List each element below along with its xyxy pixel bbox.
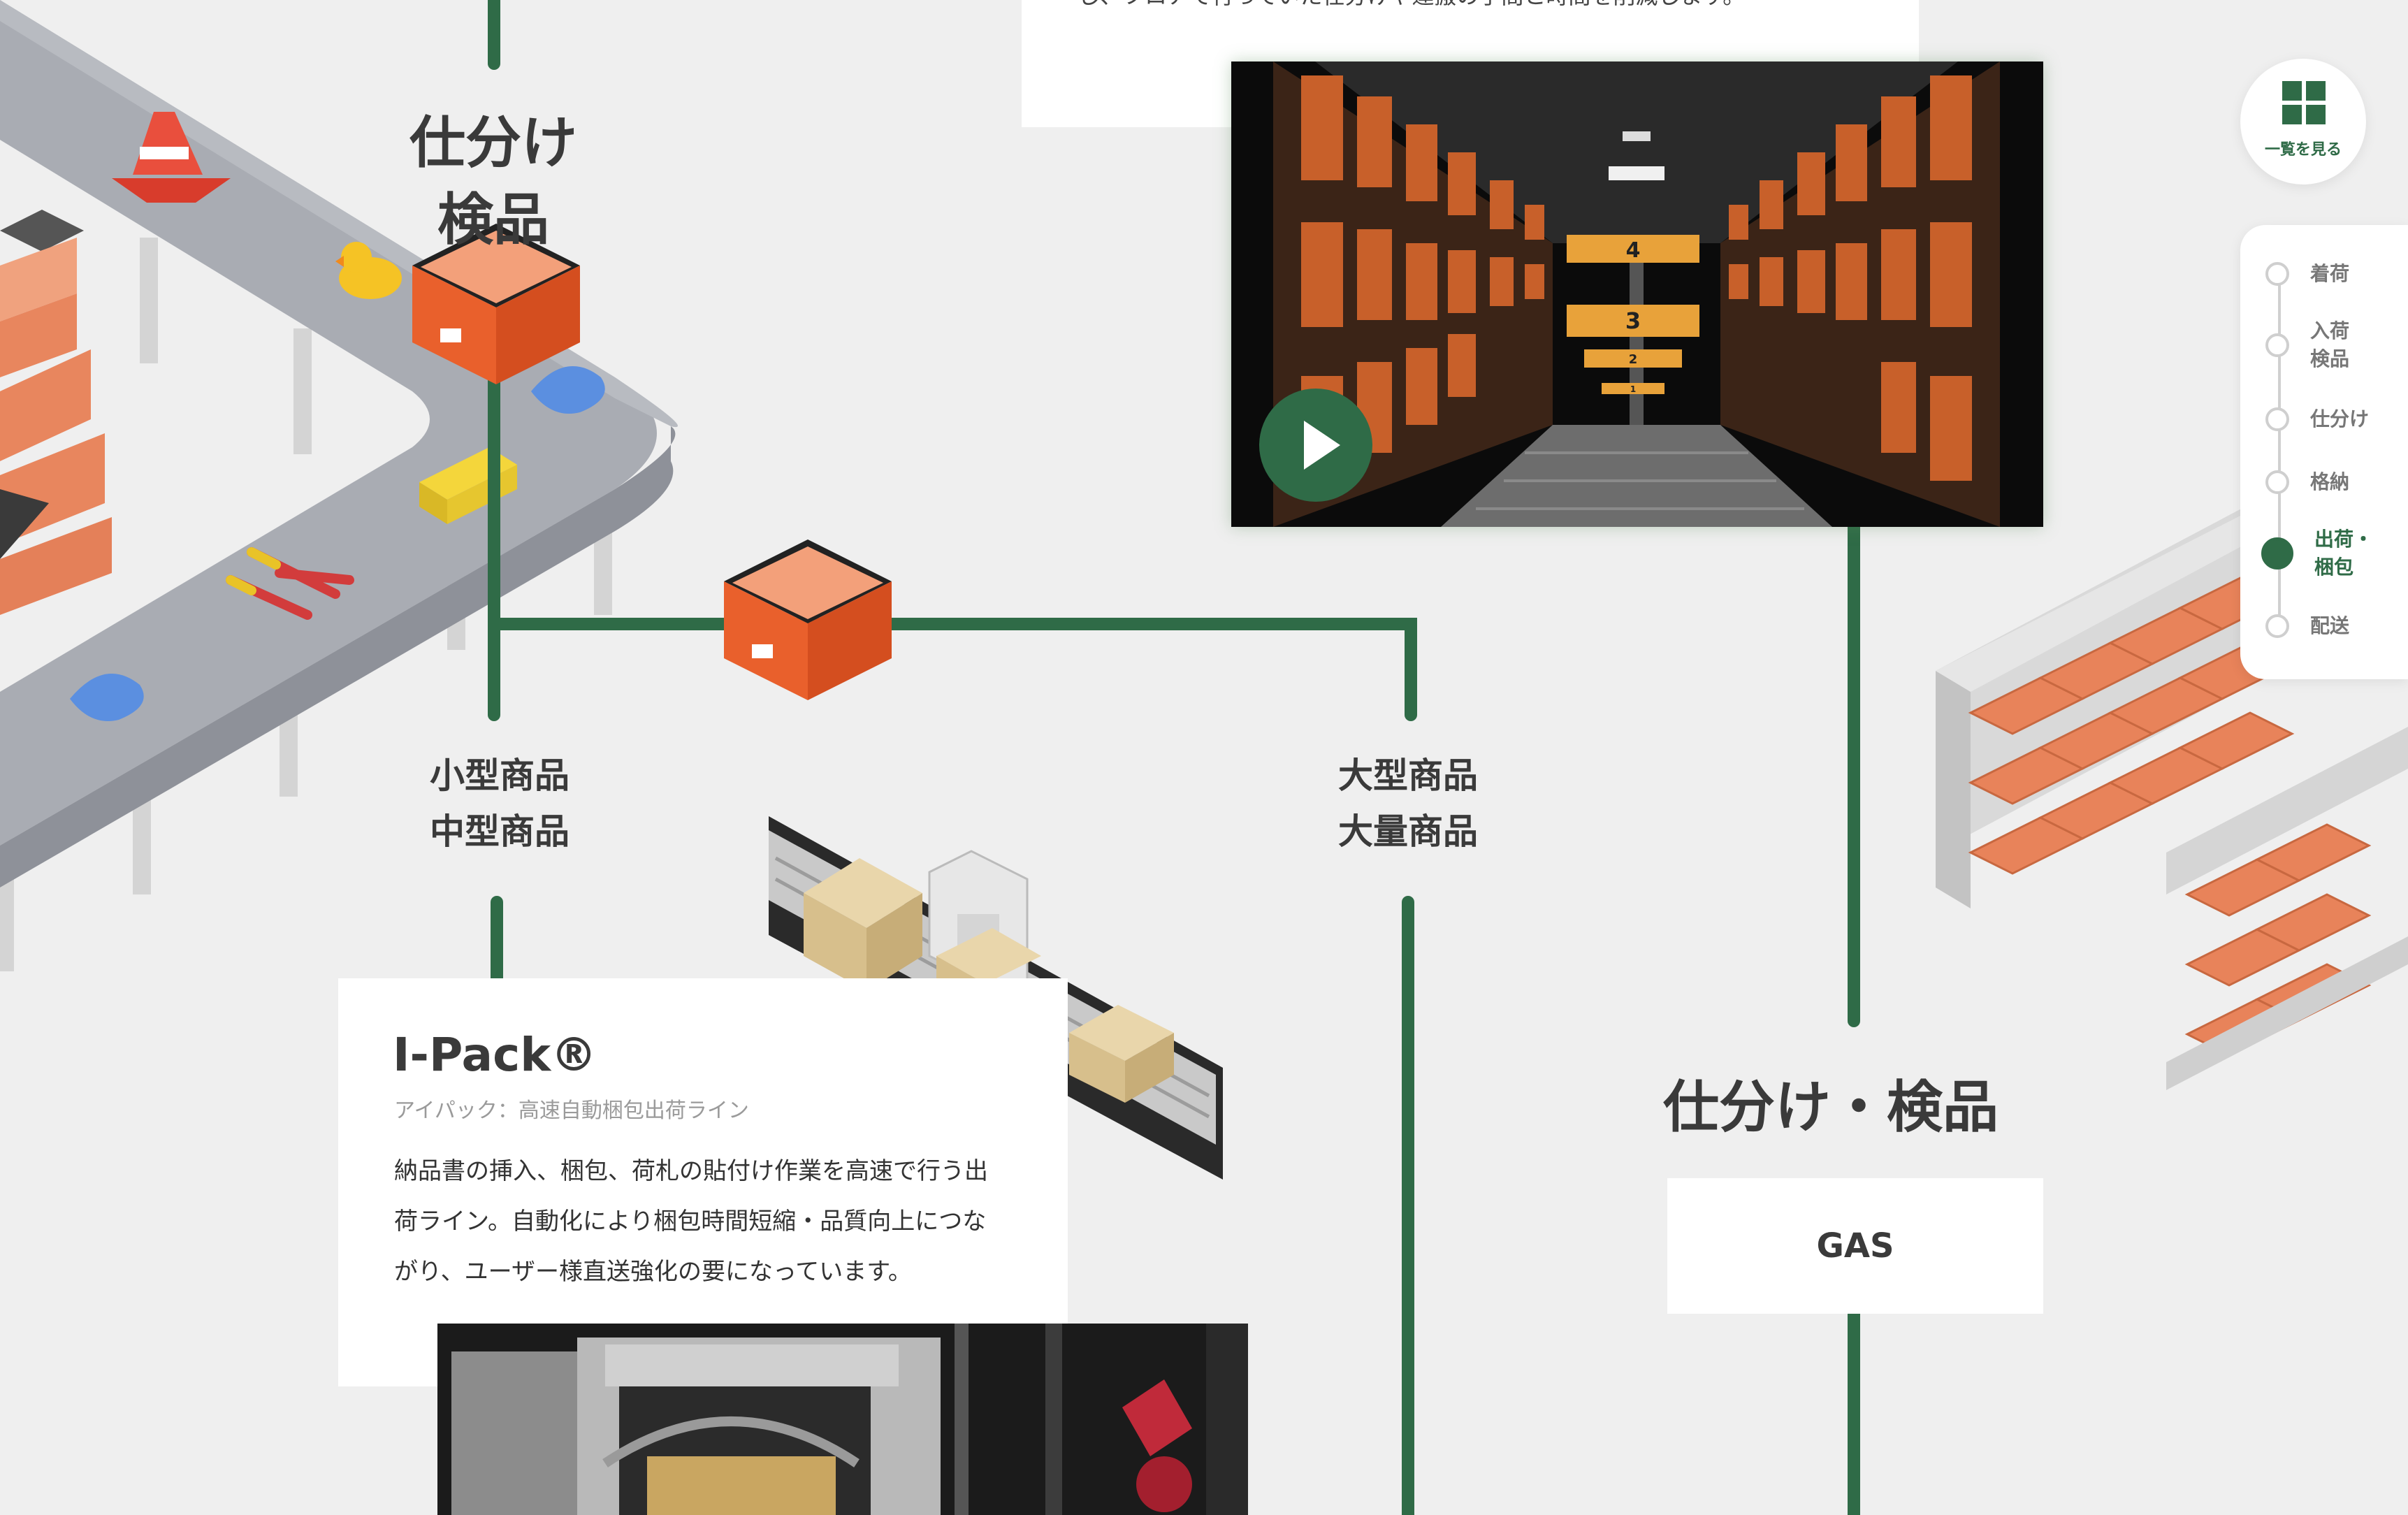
shelf-number-3: 3 bbox=[1625, 307, 1641, 334]
nav-label: 仕分け bbox=[2310, 407, 2370, 430]
view-list-button[interactable]: 一覧を見る bbox=[2240, 59, 2366, 184]
ipack-description: 納品書の挿入、梱包、荷札の貼付け作業を高速で行う出荷ライン。自動化により梱包時間… bbox=[394, 1157, 988, 1286]
flow-line-large-down bbox=[1402, 896, 1414, 1515]
packing-machine-image bbox=[437, 1324, 1248, 1515]
flow-line-small-down bbox=[491, 896, 503, 980]
orange-bin-center bbox=[724, 539, 892, 700]
nav-item-shipping-packing[interactable]: 出荷・ 梱包 bbox=[2261, 525, 2374, 581]
section-nav-rail bbox=[2278, 274, 2281, 637]
nav-dot bbox=[2265, 333, 2289, 357]
ipack-subtitle: アイパック：高速自動梱包出荷ライン bbox=[394, 1099, 749, 1123]
flow-line-branch bbox=[488, 618, 1417, 630]
section-nav: 着荷 入荷 検品 仕分け 格納 出荷・ 梱包 配送 bbox=[2240, 225, 2408, 679]
flow-label-large-bulk: 大型商品 大量商品 bbox=[1338, 755, 1478, 852]
nav-dot bbox=[2265, 614, 2289, 638]
nav-label: 出荷・ 梱包 bbox=[2314, 528, 2374, 579]
ipack-card: I-Pack® アイパック：高速自動梱包出荷ライン 納品書の挿入、梱包、荷札の貼… bbox=[338, 978, 1068, 1386]
nav-item-arrival[interactable]: 着荷 bbox=[2265, 260, 2349, 288]
ipack-video[interactable] bbox=[437, 1324, 1248, 1515]
nav-label: 入荷 検品 bbox=[2310, 319, 2350, 370]
flow-line-top bbox=[488, 0, 500, 70]
nav-dot bbox=[2265, 470, 2289, 494]
nav-dot bbox=[2265, 262, 2289, 286]
flow-label-sort-inspect: 仕分け 検品 bbox=[409, 110, 577, 252]
warehouse-video[interactable]: 4 3 2 1 bbox=[1231, 61, 2043, 527]
view-list-label: 一覧を見る bbox=[2264, 141, 2342, 159]
nav-label: 配送 bbox=[2310, 614, 2350, 637]
nav-item-storage[interactable]: 格納 bbox=[2265, 468, 2349, 496]
nav-item-receiving-inspection[interactable]: 入荷 検品 bbox=[2265, 317, 2349, 373]
flow-line-right-branch-down bbox=[1405, 618, 1417, 721]
play-icon bbox=[1304, 421, 1340, 470]
nav-label: 着荷 bbox=[2310, 262, 2350, 285]
orange-bin-top bbox=[412, 224, 580, 384]
nav-item-sorting[interactable]: 仕分け bbox=[2265, 405, 2369, 433]
flow-line-gas-down bbox=[1848, 1314, 1860, 1515]
flow-line-video-down bbox=[1848, 524, 1860, 1027]
shelf-number-4: 4 bbox=[1626, 238, 1641, 263]
gas-label: GAS bbox=[1816, 1226, 1894, 1266]
ipack-title: I-Pack® bbox=[393, 1028, 597, 1082]
play-button[interactable] bbox=[1259, 389, 1372, 502]
section-title-sort-inspect: 仕分け・検品 bbox=[1663, 1075, 1999, 1140]
nav-dot bbox=[2265, 407, 2289, 431]
flow-line-center-vertical bbox=[488, 363, 500, 721]
nav-item-delivery[interactable]: 配送 bbox=[2265, 612, 2349, 640]
gas-card[interactable]: GAS bbox=[1667, 1178, 2043, 1314]
top-description-text: し、フロアで行っていた仕分けや運搬の手間と時間を削減します。 bbox=[1078, 0, 1745, 15]
shelf-number-2: 2 bbox=[1629, 352, 1638, 367]
grid-icon bbox=[2282, 81, 2326, 124]
nav-dot-active bbox=[2261, 537, 2293, 570]
flow-label-small-medium: 小型商品 中型商品 bbox=[430, 755, 570, 852]
shelf-number-1: 1 bbox=[1630, 384, 1636, 394]
nav-label: 格納 bbox=[2310, 470, 2350, 493]
